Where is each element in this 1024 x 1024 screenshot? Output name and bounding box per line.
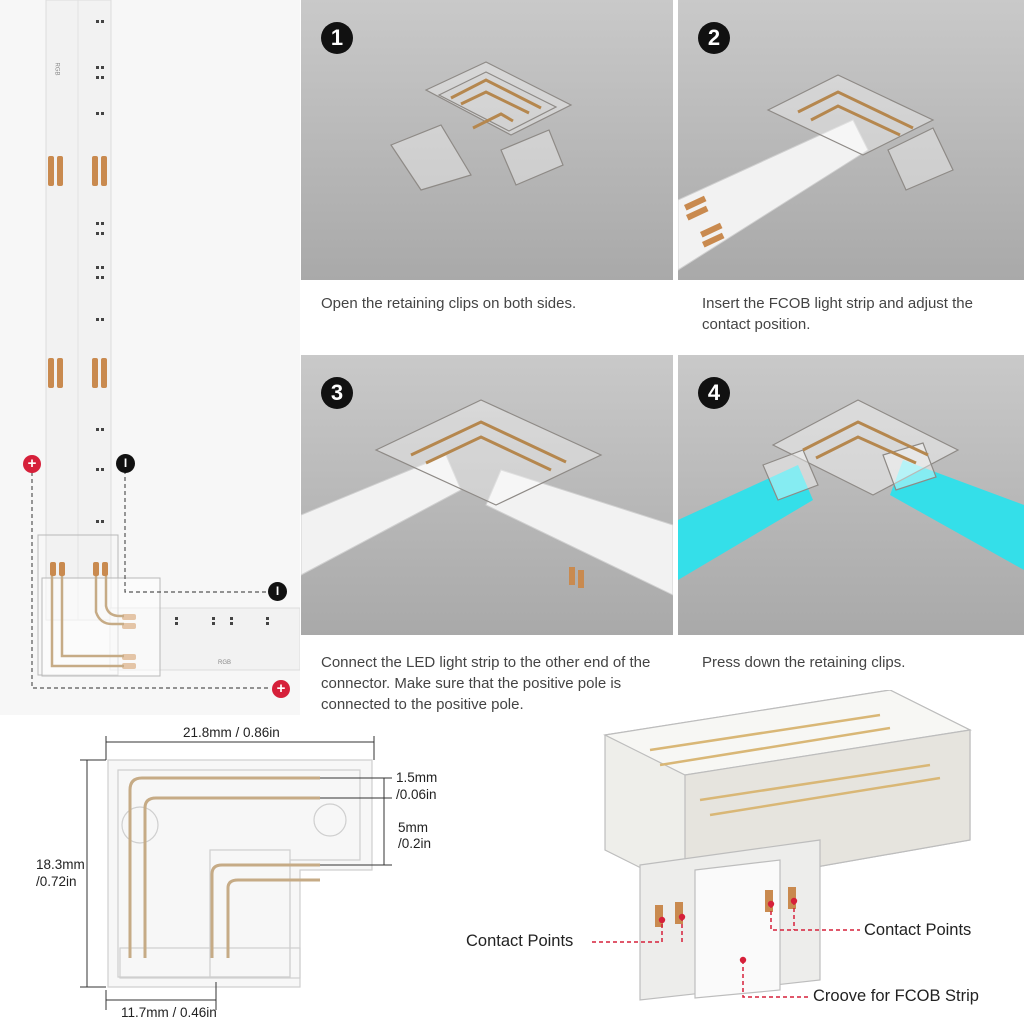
step-3-caption: Connect the LED light strip to the other… (321, 654, 651, 713)
strip-mark-vertical: RGB (53, 62, 60, 76)
step-number-badge: 3 (321, 377, 353, 409)
step-3-photo: 3 (301, 355, 673, 635)
step-number-badge: 4 (698, 377, 730, 409)
connector-open-image (390, 61, 573, 191)
contact-points-right-label: Contact Points (864, 921, 972, 939)
strip-mark-horizontal: RGB (218, 660, 232, 666)
step-1-photo: 1 (301, 0, 673, 280)
connector-closeup-image (592, 690, 972, 1001)
connector-connect-image (301, 399, 673, 596)
pin-width-label-in: /0.06in (396, 787, 437, 802)
height-total-label-mm: 18.3mm (36, 857, 85, 872)
minus-icon: I (116, 454, 135, 473)
strip-drawing (31, 0, 300, 689)
contact-points-left-label: Contact Points (466, 932, 574, 950)
minus-icon: I (268, 582, 287, 601)
step-number-badge: 1 (321, 22, 353, 54)
pin-width-label-mm: 1.5mm (396, 770, 438, 785)
step-2-caption: Insert the FCOB light strip and adjust t… (702, 295, 973, 333)
plus-icon: + (23, 455, 41, 473)
plus-icon: + (272, 680, 290, 698)
pin-gap-label-in: /0.2in (398, 836, 432, 851)
dimension-lines (80, 736, 392, 1010)
step-1-caption: Open the retaining clips on both sides. (321, 295, 577, 312)
step-number-badge: 2 (698, 22, 730, 54)
step-4-photo: 4 (678, 355, 1024, 635)
pin-gap-label-mm: 5mm (398, 820, 428, 835)
dimension-drawing: 21.8mm / 0.86in 18.3mm /0.72in 1.5mm /0.… (0, 720, 460, 1024)
width-total-label: 21.8mm / 0.86in (183, 725, 280, 740)
connector-pressed-image (678, 399, 1024, 580)
inner-width-label: 11.7mm / 0.46in (121, 1005, 217, 1020)
groove-label: Croove for FCOB Strip (813, 987, 979, 1005)
height-total-label-in: /0.72in (36, 874, 77, 889)
step-4-caption: Press down the retaining clips. (702, 654, 906, 671)
step-2-photo: 2 (678, 0, 1024, 280)
connector-insert-image (678, 74, 954, 271)
strip-diagram: RGB RGB + I I + (0, 0, 300, 715)
connector-closeup: Contact Points Contact Points Croove for… (460, 690, 1024, 1024)
